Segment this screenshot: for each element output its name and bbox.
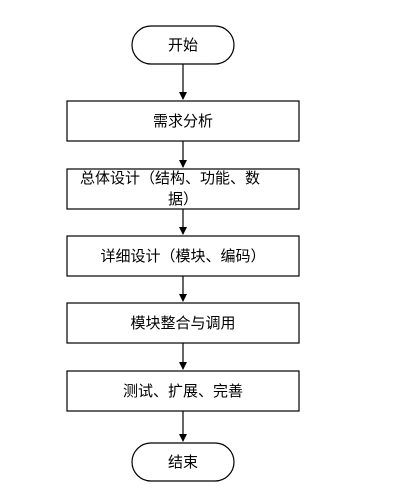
end-terminator (131, 442, 235, 482)
step-module-integration-label: 模块整合与调用 (130, 314, 235, 332)
start-label: 开始 (168, 36, 198, 54)
step-testing (66, 370, 300, 412)
step-detailed-design (66, 235, 300, 277)
step-testing-label: 测试、扩展、完善 (123, 382, 243, 400)
end-label: 结束 (168, 453, 198, 471)
step-requirements-analysis (66, 100, 300, 142)
step-detailed-design-label: 详细设计（模块、编码） (100, 247, 265, 265)
step-module-integration (66, 302, 300, 344)
step-requirements-analysis-label: 需求分析 (153, 112, 213, 130)
step-overall-design-label-line2: 据） (168, 190, 198, 208)
step-overall-design-label-line1: 总体设计（结构、功能、数 (80, 169, 260, 187)
